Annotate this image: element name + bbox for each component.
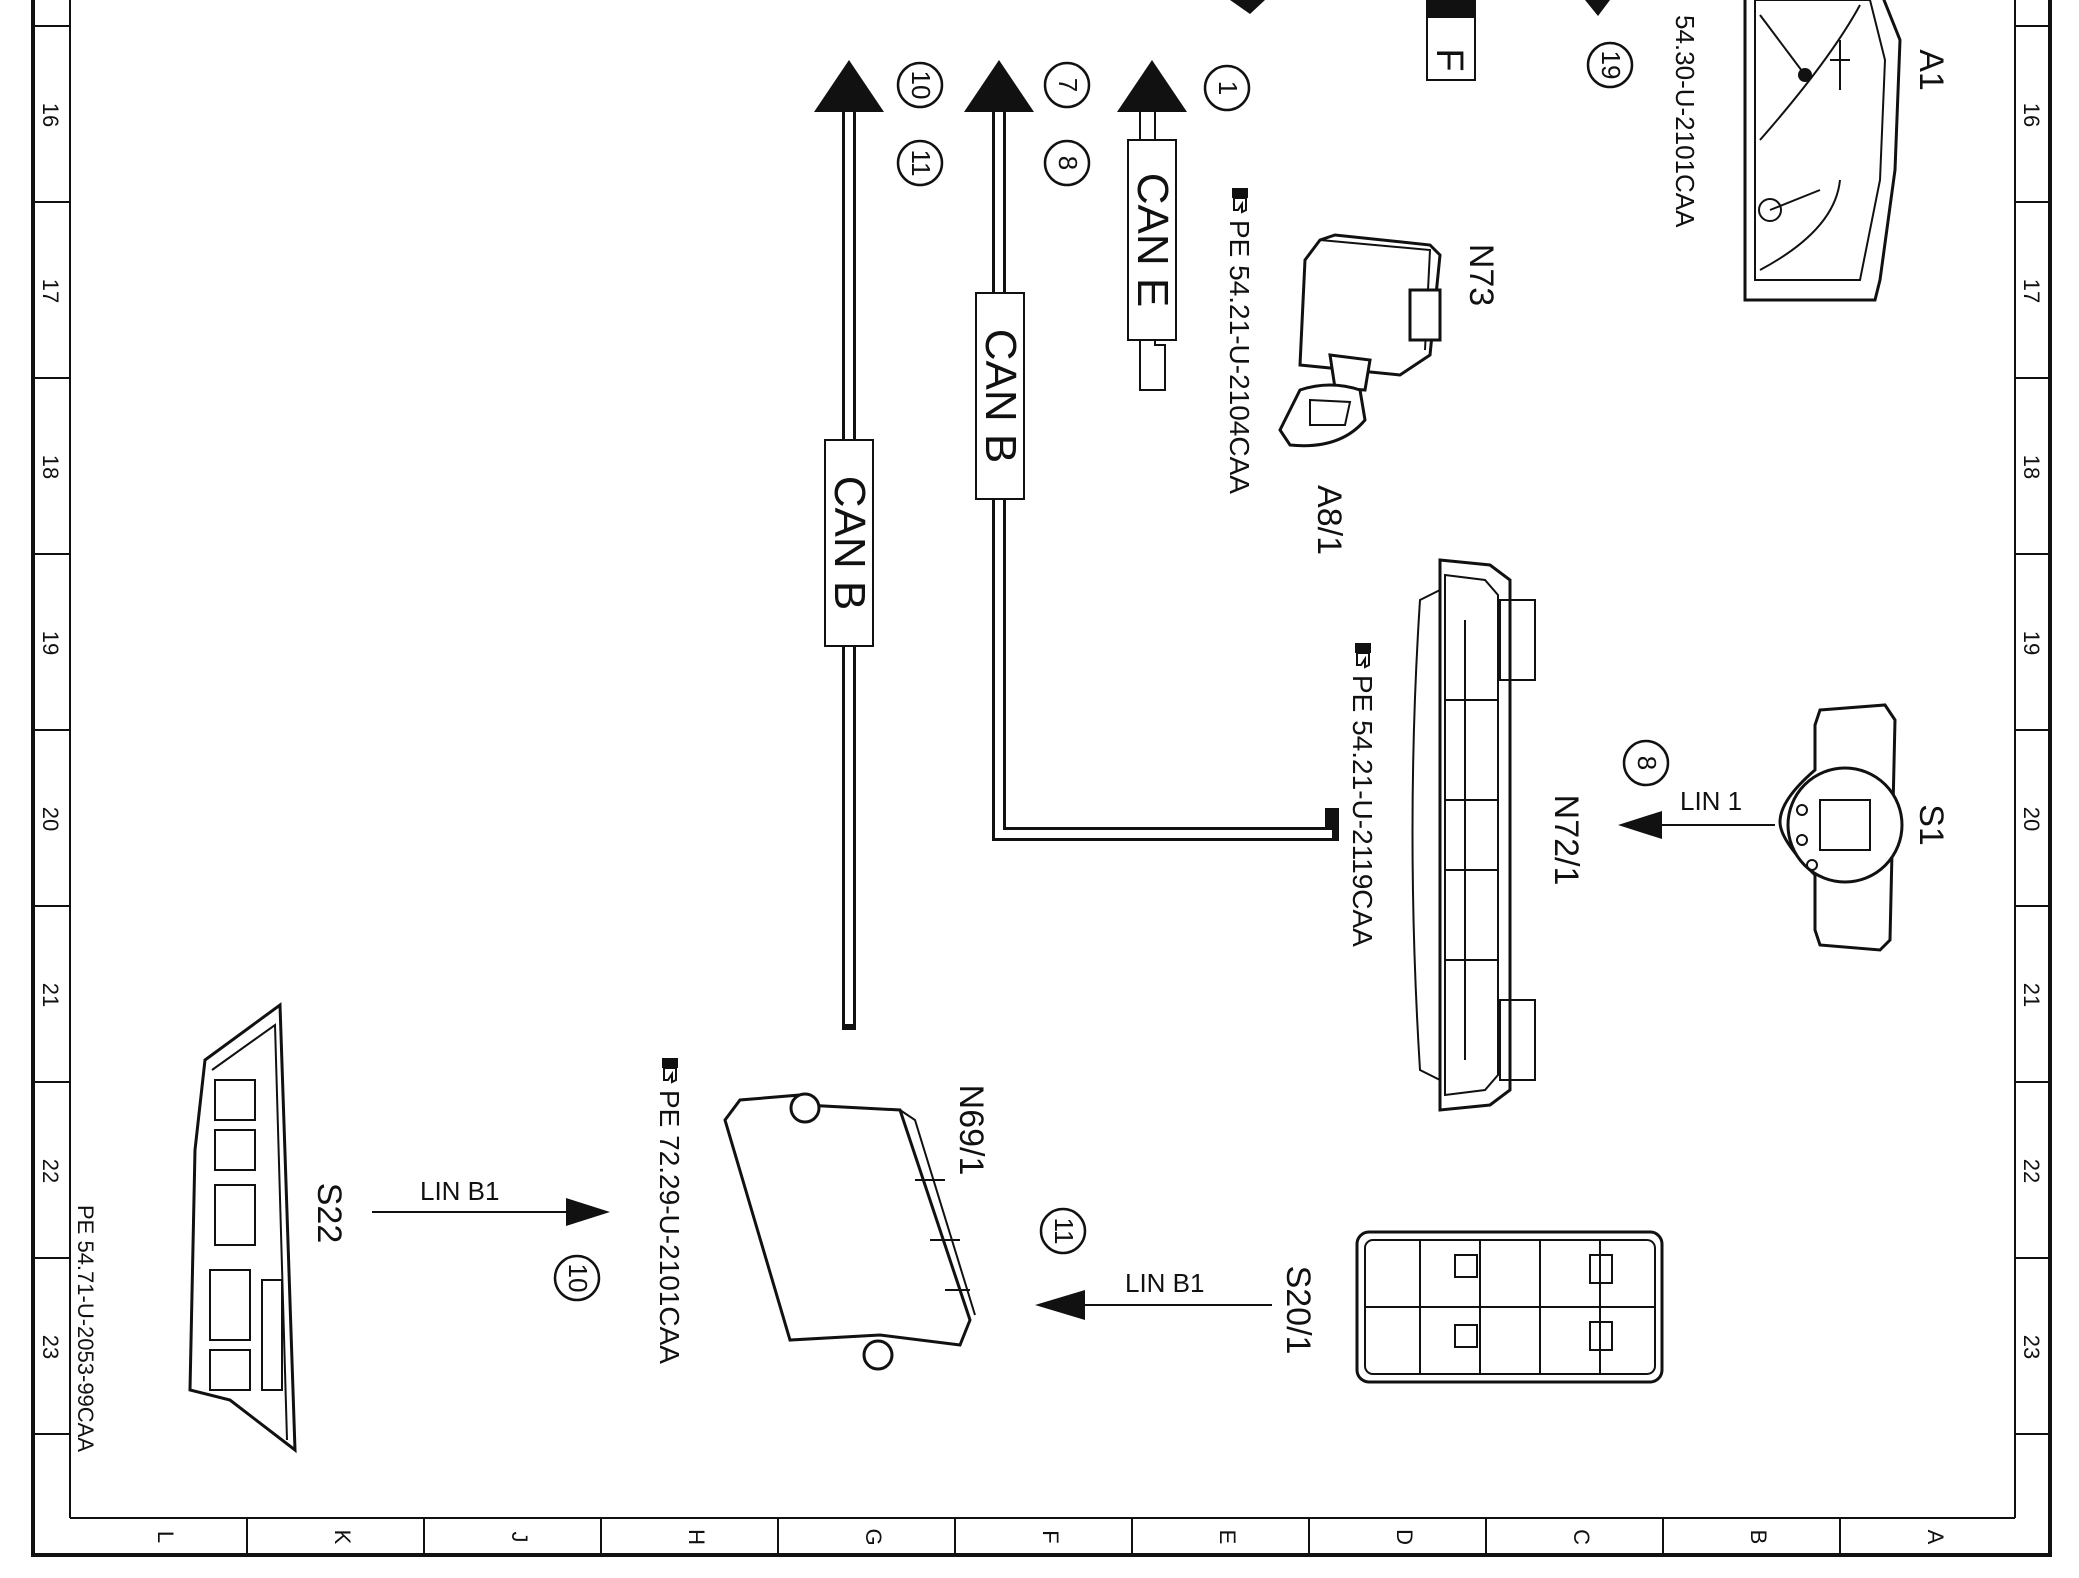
circled-refs: 10 11 7 8 1 19 8 11 10 xyxy=(553,41,1670,1302)
n69-1-ref: PE 72.29-U-2101CAA xyxy=(654,1090,685,1364)
row-number: 16 xyxy=(2019,103,2044,127)
left-row-ticks xyxy=(33,25,70,1435)
n72-1-ref: PE 54.21-U-2119CAA xyxy=(1347,675,1378,947)
column-letter: C xyxy=(1569,1529,1594,1545)
ref-circle xyxy=(896,139,944,187)
ref-circle xyxy=(1203,64,1251,112)
s22-label: S22 xyxy=(310,1183,348,1244)
ref-circle xyxy=(1586,41,1634,89)
column-letter: E xyxy=(1215,1530,1240,1545)
column-letter: H xyxy=(684,1529,709,1545)
ref-circle xyxy=(1043,139,1091,187)
n72-1-label: N72/1 xyxy=(1547,795,1585,886)
column-letter: F xyxy=(1038,1530,1063,1543)
ref-circle xyxy=(553,1254,601,1302)
a8-1-ref: PE 54.21-U-2104CAA xyxy=(1224,220,1255,494)
lin-b1-left-link xyxy=(372,1198,610,1226)
drawing-frame xyxy=(31,0,2052,1557)
row-number: 23 xyxy=(2019,1335,2044,1359)
right-row-numbers: 16 17 18 19 20 21 22 23 xyxy=(2019,103,2044,1359)
row-number: 17 xyxy=(2019,279,2044,303)
lin-b1-right-label: LIN B1 xyxy=(1125,1268,1205,1298)
ref-number: 8 xyxy=(1632,756,1662,770)
switch-panel-s22 xyxy=(188,1002,297,1454)
n73-label: N73 xyxy=(1462,244,1500,306)
s20-1-label: S20/1 xyxy=(1279,1266,1317,1355)
switch-s1 xyxy=(1778,703,1904,952)
row-number: 20 xyxy=(38,807,63,831)
switch-panel-s20-1 xyxy=(1355,1230,1664,1384)
row-number: 18 xyxy=(2019,455,2044,479)
can-b-bus-right xyxy=(964,60,1339,841)
hand-pointer-icon xyxy=(1354,642,1372,668)
ref-number: 19 xyxy=(1596,51,1626,80)
column-letter: G xyxy=(861,1528,886,1545)
top-fragment-label: F xyxy=(1428,48,1470,71)
a8-1-label: A8/1 xyxy=(1310,485,1348,555)
row-number: 21 xyxy=(38,983,63,1007)
bottom-column-letters: L K J H G F E D C B A xyxy=(153,1528,1948,1545)
ref-number: 11 xyxy=(1049,1218,1079,1245)
n69-1-label: N69/1 xyxy=(952,1085,990,1176)
ref-number: 10 xyxy=(906,71,936,100)
ref-circle xyxy=(1622,739,1670,787)
ref-number: 10 xyxy=(563,1264,593,1293)
top-arrow-fragments xyxy=(1230,0,1610,81)
lin-b1-left-label: LIN B1 xyxy=(420,1176,500,1206)
row-number: 22 xyxy=(38,1159,63,1183)
control-panel-n72-1 xyxy=(1411,558,1536,1112)
module-n69-1 xyxy=(723,1092,976,1371)
column-letter: A xyxy=(1923,1530,1948,1545)
row-number: 17 xyxy=(38,279,63,303)
bottom-column-ticks xyxy=(246,1518,1841,1555)
a1-label: A1 xyxy=(1912,49,1950,91)
right-row-ticks xyxy=(2015,25,2050,1435)
row-number: 21 xyxy=(2019,983,2044,1007)
hand-pointer-icon xyxy=(661,1057,679,1083)
row-number: 16 xyxy=(38,103,63,127)
row-number: 19 xyxy=(38,631,63,655)
row-number: 18 xyxy=(38,455,63,479)
row-number: 20 xyxy=(2019,807,2044,831)
ref-circle xyxy=(896,61,944,109)
can-b-right-label: CAN B xyxy=(976,329,1025,463)
can-e-label: CAN E xyxy=(1128,173,1177,307)
ref-number: 7 xyxy=(1053,78,1083,92)
lin-1-label: LIN 1 xyxy=(1680,786,1742,816)
document-id: PE 54.71-U-2053-99CAA xyxy=(73,1205,98,1452)
row-number: 22 xyxy=(2019,1159,2044,1183)
lin-b1-right-link xyxy=(1035,1290,1272,1320)
can-e-bus xyxy=(1117,60,1187,391)
column-letter: J xyxy=(507,1532,532,1543)
can-b-left-label: CAN B xyxy=(825,476,874,610)
a1-ref: 54.30-U-2101CAA xyxy=(1670,15,1700,228)
row-number: 19 xyxy=(2019,631,2044,655)
s1-label: S1 xyxy=(1912,804,1950,846)
left-row-numbers: 16 17 18 19 20 21 22 23 xyxy=(38,103,63,1359)
ref-number: 11 xyxy=(906,150,936,177)
instrument-cluster-a1 xyxy=(1743,0,1902,302)
ref-number: 8 xyxy=(1053,156,1083,170)
ref-circle xyxy=(1039,1207,1087,1255)
can-b-bus-left xyxy=(814,60,884,1030)
column-letter: L xyxy=(153,1531,178,1543)
lin-1-link xyxy=(1618,811,1775,839)
ignition-switch-n73 xyxy=(1278,233,1442,448)
ref-circle xyxy=(1043,61,1091,109)
ref-number: 1 xyxy=(1213,81,1243,95)
column-letter: B xyxy=(1746,1530,1771,1545)
column-letter: K xyxy=(330,1530,355,1545)
row-number: 23 xyxy=(38,1335,63,1359)
hand-pointer-icon xyxy=(1231,187,1249,213)
column-letter: D xyxy=(1392,1529,1417,1545)
